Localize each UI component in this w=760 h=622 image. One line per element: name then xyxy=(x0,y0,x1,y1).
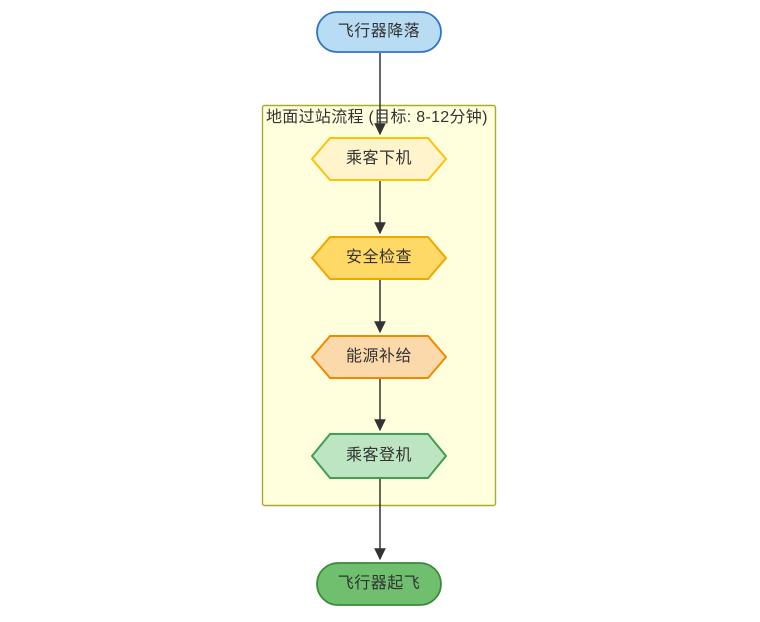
node-boarding-label[interactable]: 乘客登机 xyxy=(345,447,413,464)
cluster-title: 地面过站流程 (目标: 8-12分钟) xyxy=(266,109,488,126)
node-takeoff-label[interactable]: 飞行器起飞 xyxy=(337,575,421,592)
node-refuel-shape[interactable] xyxy=(310,335,448,379)
node-boarding-shape[interactable] xyxy=(310,433,448,479)
node-landing-shape[interactable] xyxy=(316,11,442,53)
cluster-ground-turnaround[interactable] xyxy=(261,104,497,507)
node-deboard-label[interactable]: 乘客下机 xyxy=(345,150,413,167)
cluster-title-clip: 地面过站流程 (目标: 8-12分钟) xyxy=(266,108,494,132)
node-takeoff-shape[interactable] xyxy=(316,562,442,606)
node-deboard-shape[interactable] xyxy=(310,137,448,181)
node-security-label[interactable]: 安全检查 xyxy=(345,249,413,266)
node-landing-label[interactable]: 飞行器降落 xyxy=(337,23,421,40)
node-refuel-label[interactable]: 能源补给 xyxy=(345,348,413,365)
node-security-shape[interactable] xyxy=(310,236,448,280)
